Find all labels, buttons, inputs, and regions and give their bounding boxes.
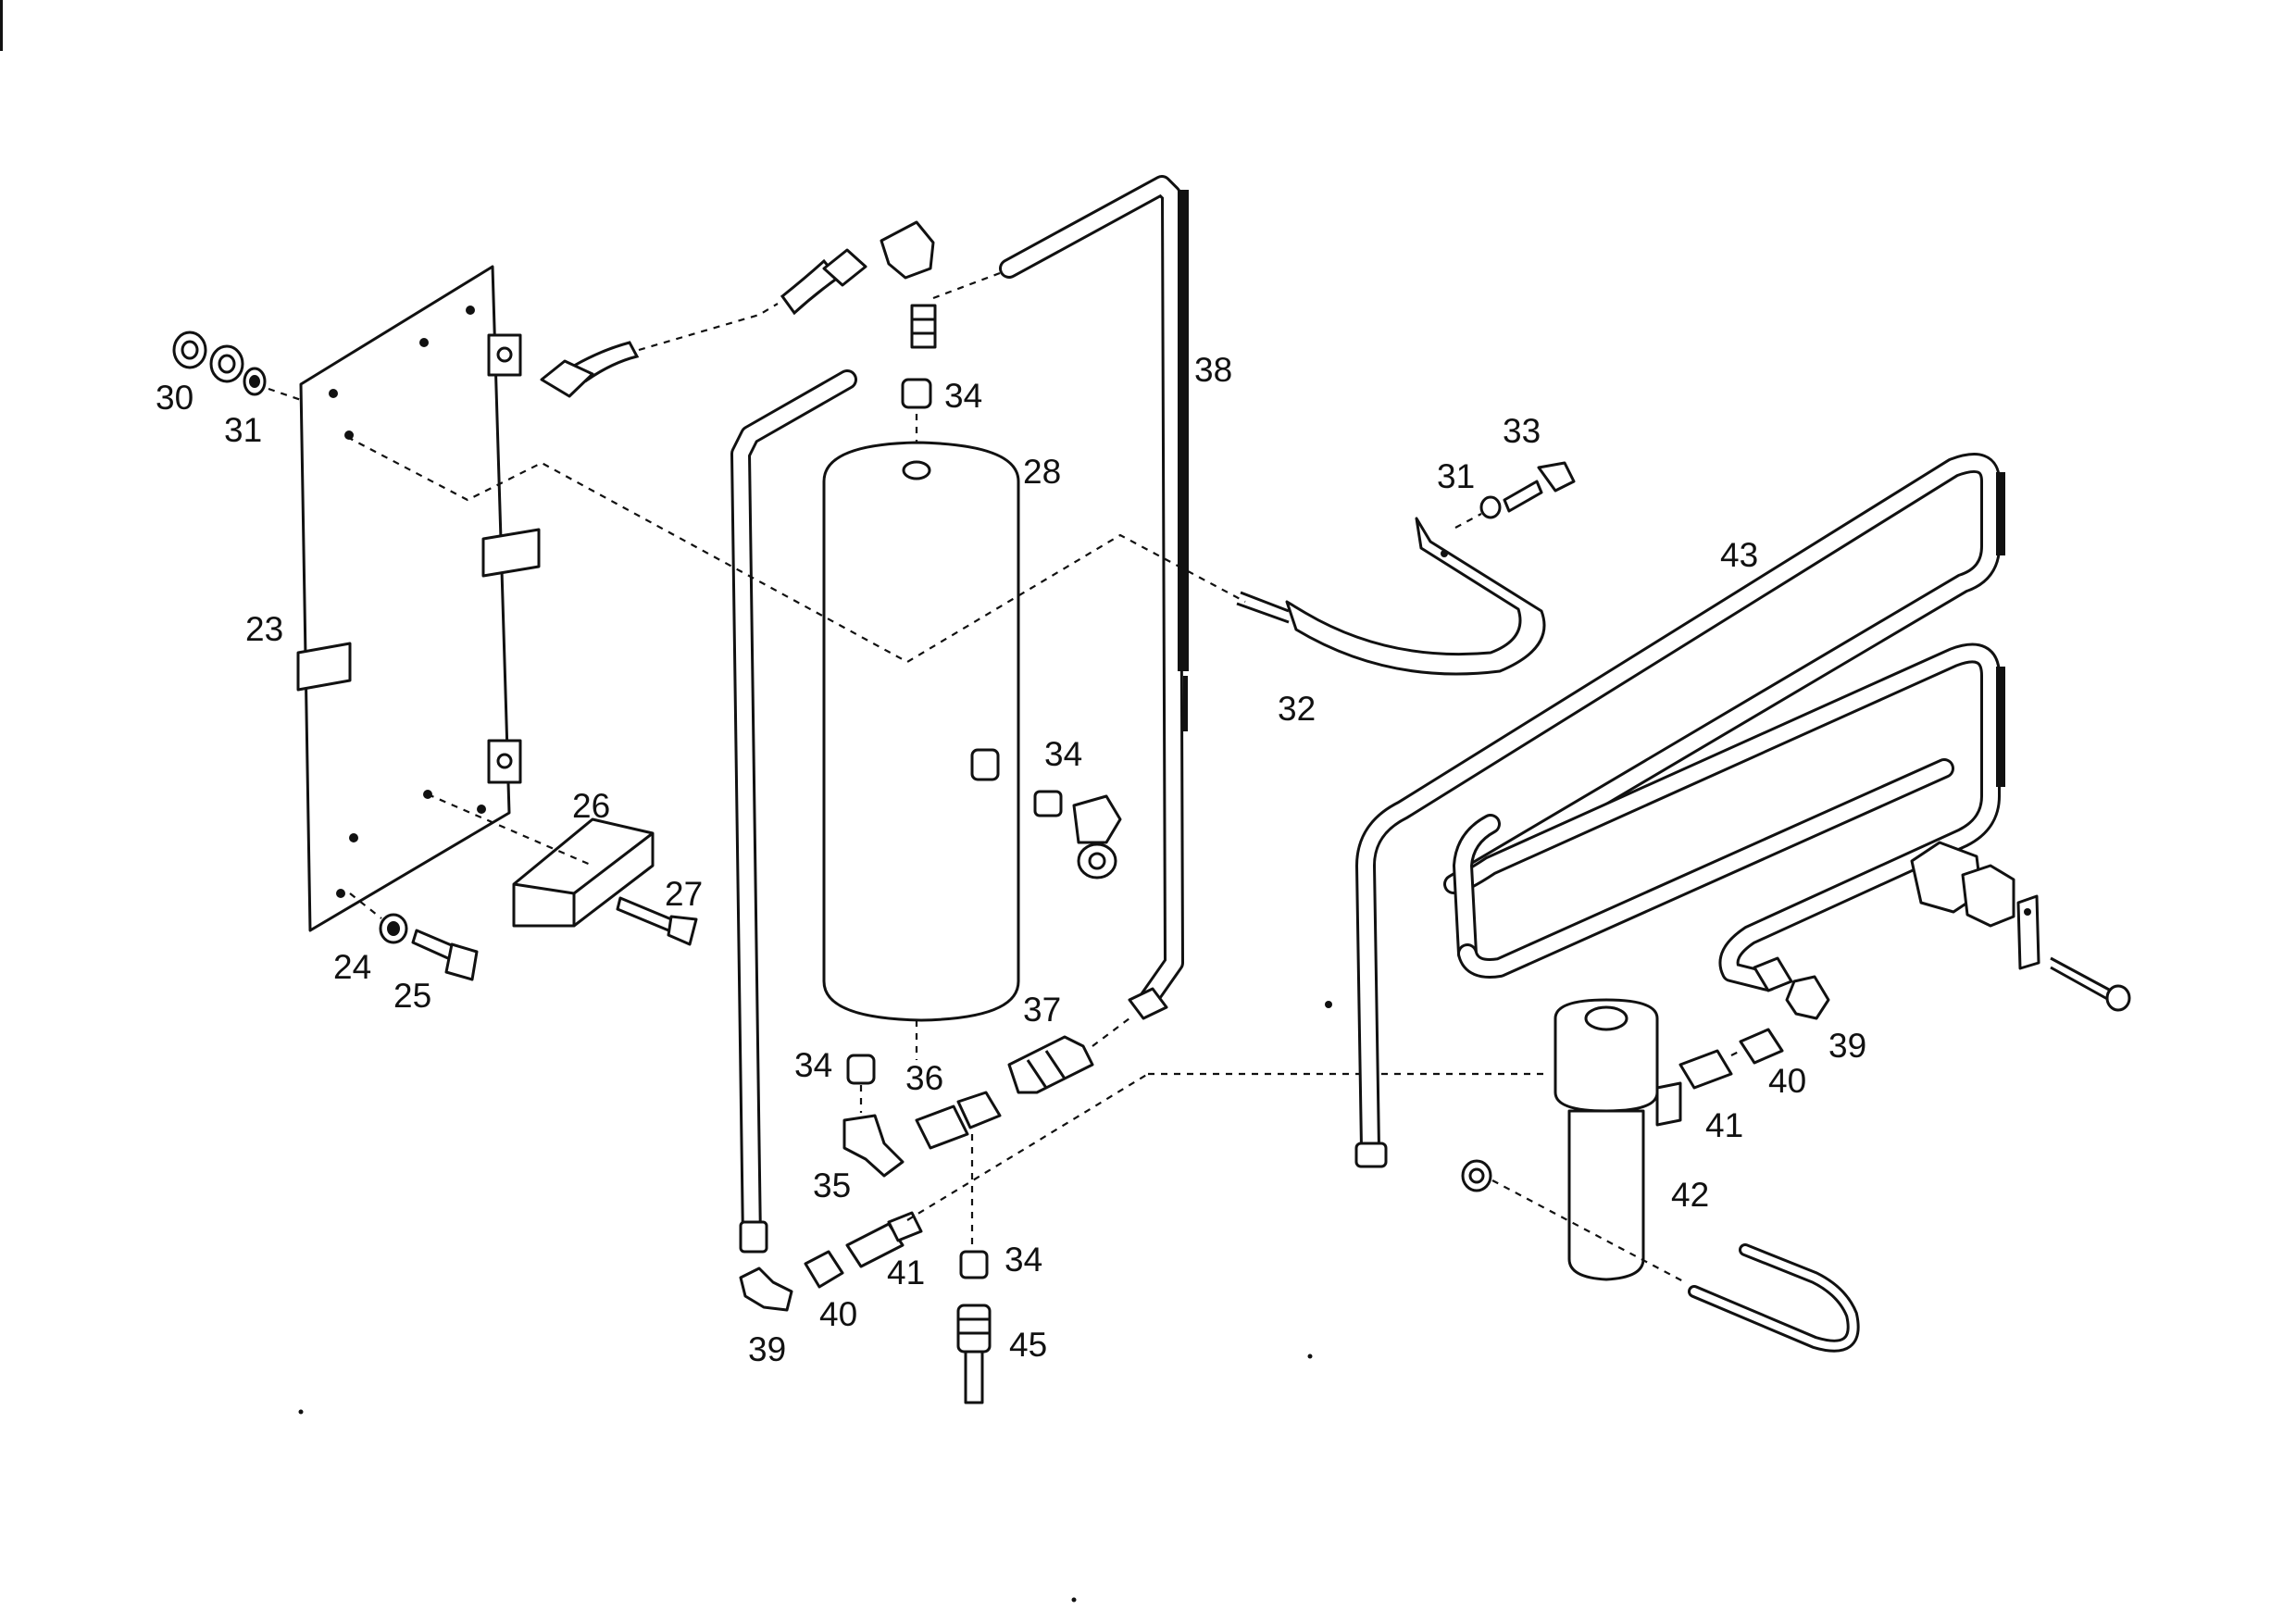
callout-36: 36 bbox=[905, 1059, 943, 1097]
callout-labels: 23 24 25 26 27 28 30 31 31 32 33 34 34 3… bbox=[156, 351, 1866, 1368]
callout-41: 41 bbox=[1705, 1106, 1743, 1144]
nuts-washers-30-31 bbox=[172, 331, 302, 402]
callout-25: 25 bbox=[393, 977, 431, 1015]
callout-40: 40 bbox=[1768, 1062, 1806, 1100]
callout-32: 32 bbox=[1278, 690, 1316, 728]
callout-39: 39 bbox=[1828, 1027, 1866, 1065]
callout-37: 37 bbox=[1023, 991, 1061, 1029]
callout-43: 43 bbox=[1720, 536, 1758, 574]
bottom-left-fittings bbox=[739, 1072, 1546, 1312]
dryer-42 bbox=[1461, 998, 1686, 1283]
callout-42: 42 bbox=[1671, 1176, 1709, 1214]
mounting-plate bbox=[296, 265, 541, 932]
callout-40: 40 bbox=[819, 1295, 857, 1333]
callout-31: 31 bbox=[224, 411, 262, 449]
callout-41: 41 bbox=[887, 1254, 925, 1291]
callout-34: 34 bbox=[794, 1046, 832, 1084]
bottom-center-fitting-45 bbox=[956, 1134, 992, 1404]
callout-26: 26 bbox=[572, 787, 610, 825]
pipe-left-vertical bbox=[730, 369, 857, 1254]
stray-dot bbox=[1325, 1001, 1332, 1008]
callout-30: 30 bbox=[156, 379, 193, 417]
u-bolt bbox=[1688, 1243, 1860, 1353]
pipe-loop-43 bbox=[1354, 453, 2005, 1168]
callout-35: 35 bbox=[813, 1167, 851, 1204]
callout-24: 24 bbox=[333, 948, 371, 986]
callout-34: 34 bbox=[1044, 735, 1082, 773]
pipe-38 bbox=[999, 175, 1189, 1010]
callout-28: 28 bbox=[1023, 453, 1061, 491]
callout-34: 34 bbox=[944, 377, 982, 415]
tank-28 bbox=[822, 441, 1020, 1060]
tank-side-fittings bbox=[1033, 790, 1122, 880]
stray-dot bbox=[1307, 1354, 1313, 1359]
callout-33: 33 bbox=[1503, 412, 1541, 450]
callout-38: 38 bbox=[1194, 351, 1232, 389]
stray-dot bbox=[298, 1409, 304, 1415]
top-hose-fittings bbox=[540, 220, 1001, 452]
callout-45: 45 bbox=[1009, 1326, 1047, 1364]
callout-31: 31 bbox=[1437, 457, 1475, 495]
callout-39: 39 bbox=[748, 1330, 786, 1368]
edge-mark bbox=[0, 0, 3, 51]
right-fittings bbox=[1678, 956, 1830, 1090]
far-right-clamp bbox=[1910, 841, 2131, 1012]
washer-bolt-24-25 bbox=[349, 892, 479, 981]
callout-27: 27 bbox=[665, 875, 703, 913]
bottom-tank-fittings bbox=[842, 987, 1168, 1178]
callout-34: 34 bbox=[1004, 1241, 1042, 1279]
stray-dot bbox=[1071, 1597, 1077, 1603]
strap-32 bbox=[1236, 461, 1576, 676]
callout-23: 23 bbox=[245, 610, 283, 648]
clamp-block-26-27 bbox=[427, 792, 698, 946]
